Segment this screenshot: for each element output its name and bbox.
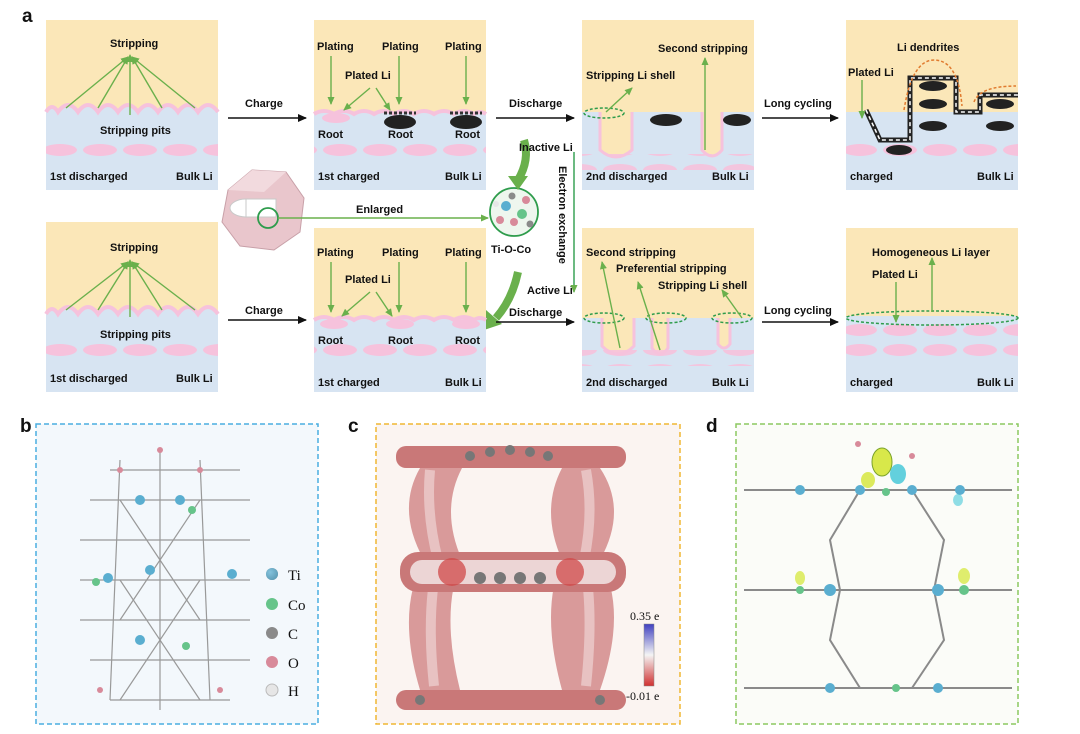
- label-bulk-li: Bulk Li: [977, 171, 1014, 183]
- scene-bottom-2nd-discharged: Second stripping Preferential stripping …: [582, 228, 754, 392]
- label-plating-3: Plating: [445, 247, 482, 259]
- legend-ti: Ti: [288, 568, 301, 584]
- scale-max: 0.35 e: [630, 609, 659, 623]
- legend-c: C: [288, 627, 298, 643]
- label-state: 1st discharged: [50, 171, 128, 183]
- legend-b: Ti Co C O H: [265, 568, 306, 700]
- label-bulk-li: Bulk Li: [712, 377, 749, 389]
- label-ti-o-co: Ti-O-Co: [491, 244, 531, 256]
- legend-ti-swatch-color: [266, 568, 278, 580]
- label-stripping: Stripping: [110, 242, 158, 254]
- legend-h: H: [288, 684, 299, 700]
- label-plated-li: Plated Li: [345, 70, 391, 82]
- label-root-2: Root: [388, 335, 413, 347]
- label-stripping-pits: Stripping pits: [100, 125, 171, 137]
- panel-label-a: a: [22, 6, 33, 27]
- esp-surface: [396, 445, 626, 710]
- thick-arrow-up-head: [484, 310, 502, 330]
- label-state: 1st discharged: [50, 373, 128, 385]
- label-plated-li: Plated Li: [345, 274, 391, 286]
- label-root-1: Root: [318, 129, 343, 141]
- label-electron-exchange: Electron exchange: [556, 166, 568, 264]
- label-plated-li: Plated Li: [872, 269, 918, 281]
- legend-co: Co: [288, 598, 306, 614]
- panel-b: Ti Co C O H: [35, 423, 319, 725]
- label-homogeneous-li-layer: Homogeneous Li layer: [872, 247, 991, 259]
- label-plating-2: Plating: [382, 41, 419, 53]
- legend-o: O: [288, 656, 299, 672]
- label-state: 1st charged: [318, 377, 380, 389]
- label-root-2: Root: [388, 129, 413, 141]
- scene-top-charged: Li dendrites Plated Li charged Bulk Li: [846, 20, 1018, 190]
- color-scale-bar: [643, 623, 655, 687]
- label-state: 2nd discharged: [586, 171, 667, 183]
- panel-label-b: b: [20, 416, 32, 437]
- label-long-cycling-bottom: Long cycling: [764, 305, 832, 317]
- label-discharge-bottom: Discharge: [509, 307, 562, 319]
- legend-c-swatch: [266, 627, 278, 639]
- label-bulk-li: Bulk Li: [445, 171, 482, 183]
- scale-min: -0.01 e: [626, 689, 659, 703]
- panel-label-d: d: [706, 416, 718, 437]
- panel-label-c: c: [348, 416, 359, 437]
- mof-hexagon: [221, 169, 305, 251]
- legend-h-swatch: [265, 683, 279, 697]
- label-state: charged: [850, 377, 893, 389]
- structure-b: [80, 450, 250, 710]
- label-bulk-li: Bulk Li: [977, 377, 1014, 389]
- label-state: 1st charged: [318, 171, 380, 183]
- label-enlarged: Enlarged: [356, 204, 403, 216]
- label-second-stripping: Second stripping: [658, 43, 748, 55]
- panel-c: 0.35 e -0.01 e: [375, 423, 681, 725]
- legend-co-swatch: [266, 598, 278, 610]
- charge-density-lobes: [795, 441, 970, 585]
- label-discharge-top: Discharge: [509, 98, 562, 110]
- label-state: charged: [850, 171, 893, 183]
- label-stripping-pits: Stripping pits: [100, 329, 171, 341]
- legend-o-swatch: [266, 656, 278, 668]
- label-bulk-li: Bulk Li: [176, 171, 213, 183]
- thick-arrow-up: [492, 271, 522, 321]
- scene-top-1st-charged: Plating Plating Plating Plated Li Root R…: [312, 20, 488, 190]
- label-bulk-li: Bulk Li: [445, 377, 482, 389]
- label-inactive-li: Inactive Li: [519, 142, 573, 154]
- label-plating-3: Plating: [445, 41, 482, 53]
- label-bulk-li: Bulk Li: [712, 171, 749, 183]
- label-stripping-li-shell: Stripping Li shell: [658, 280, 747, 292]
- label-state: 2nd discharged: [586, 377, 667, 389]
- label-plating-1: Plating: [317, 41, 354, 53]
- scene-bottom-1st-charged: Plating Plating Plating Plated Li Root R…: [312, 228, 488, 392]
- panel-d: [735, 423, 1019, 725]
- label-charge-bottom: Charge: [245, 305, 283, 317]
- label-bulk-li: Bulk Li: [176, 373, 213, 385]
- scene-top-2nd-discharged: Second stripping Stripping Li shell 2nd …: [582, 20, 754, 190]
- thick-arrow-down-head: [508, 176, 528, 190]
- label-plating-1: Plating: [317, 247, 354, 259]
- label-stripping: Stripping: [110, 38, 158, 50]
- scene-bottom-charged: Homogeneous Li layer Plated Li charged B…: [845, 228, 1019, 392]
- ti-o-co-zoom: [489, 187, 539, 237]
- label-plating-2: Plating: [382, 247, 419, 259]
- label-long-cycling-top: Long cycling: [764, 98, 832, 110]
- scene-bottom-1st-discharged: Stripping Stripping pits 1st discharged …: [44, 222, 220, 392]
- label-stripping-li-shell: Stripping Li shell: [586, 70, 675, 82]
- label-charge-top: Charge: [245, 98, 283, 110]
- label-root-1: Root: [318, 335, 343, 347]
- label-plated-li: Plated Li: [848, 67, 894, 79]
- label-root-3: Root: [455, 335, 480, 347]
- label-active-li: Active Li: [527, 285, 573, 297]
- label-preferential-stripping: Preferential stripping: [616, 263, 727, 275]
- label-root-3: Root: [455, 129, 480, 141]
- label-li-dendrites: Li dendrites: [897, 42, 959, 54]
- label-second-stripping: Second stripping: [586, 247, 676, 259]
- scene-top-1st-discharged: Stripping Stripping pits 1st discharged …: [44, 20, 220, 190]
